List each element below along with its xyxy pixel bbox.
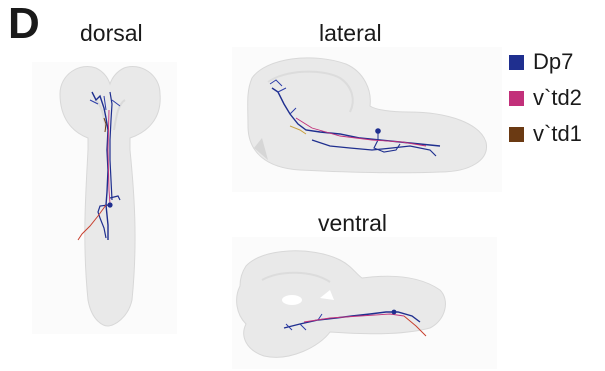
ventral-view	[232, 237, 497, 369]
dorsal-soma	[107, 202, 112, 207]
ventral-soma	[392, 310, 397, 315]
lateral-soma	[375, 128, 381, 134]
ventral-opening	[282, 295, 302, 305]
dorsal-view	[32, 62, 177, 334]
lateral-view	[232, 47, 502, 192]
